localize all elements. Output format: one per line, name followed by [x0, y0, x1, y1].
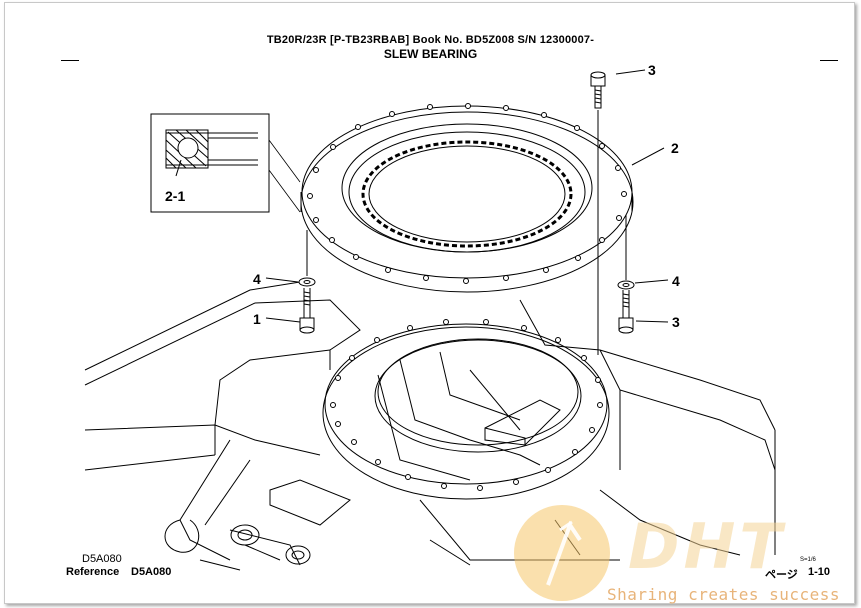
reference-label: Reference	[66, 566, 120, 578]
flange-bolt-holes	[330, 319, 603, 491]
scale-note: S=1/6	[800, 557, 816, 563]
ring-bolt-holes	[307, 103, 627, 284]
leader-bolt-top	[615, 69, 646, 75]
leader-washer-right	[634, 279, 669, 284]
leader-bolt-right	[635, 320, 669, 323]
reference-code: D5A080	[131, 566, 172, 578]
frame-mounting-flange	[322, 323, 610, 500]
header-rule-left	[61, 60, 79, 61]
washer-left[interactable]	[298, 277, 316, 287]
leader-bolt-left	[265, 317, 301, 323]
callout-bolt-top: 3	[648, 62, 656, 78]
header-rule-right	[820, 60, 838, 61]
watermark-logo: DHT	[628, 510, 786, 583]
callout-bolt-left: 1	[253, 311, 261, 327]
page-frame	[4, 2, 855, 604]
slew-bearing-ring[interactable]	[300, 105, 634, 293]
page-number: 1-10	[808, 566, 831, 578]
frame-body	[84, 281, 776, 571]
callout-ring: 2	[671, 140, 679, 156]
callout-washer-right: 4	[672, 273, 680, 289]
callout-washer-left: 4	[253, 271, 261, 287]
watermark-logo-icon	[514, 505, 610, 601]
bolt-right[interactable]	[618, 215, 634, 334]
page-label: ページ	[765, 569, 798, 581]
callout-detail: 2-1	[165, 188, 185, 204]
watermark-text: Sharing creates success	[607, 585, 841, 604]
page-title: SLEW BEARING	[383, 47, 478, 61]
leader-washer-left	[265, 277, 299, 283]
figure-code: D5A080	[82, 553, 122, 565]
callout-bolt-right: 3	[672, 314, 680, 330]
washer-right[interactable]	[617, 280, 635, 290]
seal-detail-inset[interactable]	[150, 113, 301, 213]
bolt-left[interactable]	[299, 230, 315, 334]
model-header: TB20R/23R [P-TB23RBAB] Book No. BD5Z008 …	[266, 34, 595, 46]
leader-ring	[631, 147, 665, 166]
bolt-top[interactable]	[590, 71, 606, 355]
